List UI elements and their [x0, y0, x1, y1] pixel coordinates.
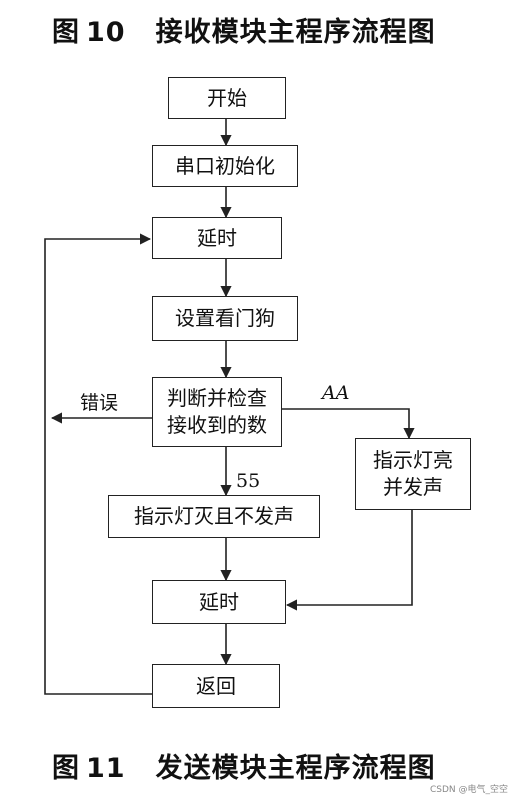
delay-box-1: 延时 [152, 217, 282, 259]
return-box: 返回 [152, 664, 280, 708]
serial-init-box: 串口初始化 [152, 145, 298, 187]
edge-label-aa: AA [322, 382, 350, 404]
indicator-on-box: 指示灯亮 并发声 [355, 438, 471, 510]
delay-label-2: 延时 [199, 589, 239, 614]
edge-indicator-on-to-delay [285, 510, 413, 611]
delay-box-2: 延时 [152, 580, 286, 624]
figure-10-prefix: 图 [52, 17, 80, 48]
set-watchdog-box: 设置看门狗 [152, 296, 298, 341]
edge-check-to-indicator-on [282, 408, 415, 440]
figure-11-number: 11 [86, 753, 126, 784]
figure-11-prefix: 图 [52, 753, 80, 784]
figure-11-title: 发送模块主程序流程图 [155, 753, 436, 784]
figure-10-title: 接收模块主程序流程图 [155, 17, 436, 48]
indicator-on-label-line2: 并发声 [383, 475, 443, 499]
indicator-off-label: 指示灯灭且不发声 [134, 504, 294, 528]
check-data-box: 判断并检查 接收到的数 [152, 377, 282, 447]
edge-return-loop-back [44, 233, 152, 695]
check-data-label-line2: 接收到的数 [167, 413, 267, 437]
check-data-label-line1: 判断并检查 [167, 386, 267, 410]
figure-10-number: 10 [86, 17, 126, 48]
indicator-off-box: 指示灯灭且不发声 [108, 495, 320, 538]
edge-label-error: 错误 [80, 392, 119, 414]
set-watchdog-label: 设置看门狗 [175, 306, 275, 330]
serial-init-label: 串口初始化 [175, 153, 275, 178]
csdn-watermark: CSDN @电气_空空 [429, 785, 508, 795]
start-label: 开始 [207, 85, 247, 110]
edge-label-55: 55 [236, 470, 261, 492]
indicator-on-label-line1: 指示灯亮 [373, 448, 453, 472]
return-label: 返回 [196, 673, 236, 698]
delay-label-1: 延时 [197, 225, 237, 250]
start-box: 开始 [168, 77, 286, 119]
